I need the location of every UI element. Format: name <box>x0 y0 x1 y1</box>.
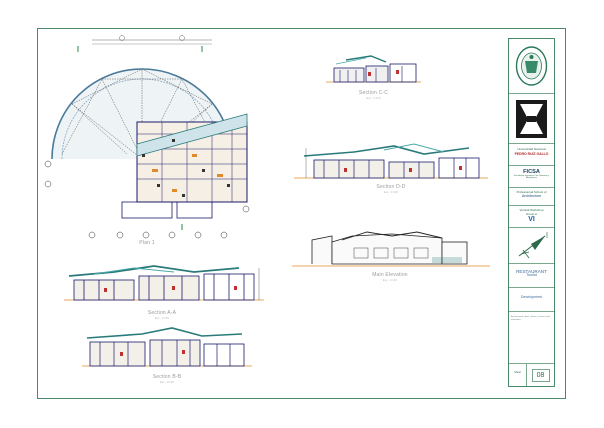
stage-cell: Development <box>509 288 554 312</box>
notes-cell: Architectural sheet - plans, sections an… <box>509 312 554 364</box>
workshop-cell: Vertical Workshop Group A VI <box>509 206 554 228</box>
section-cc-drawing: Section C-C Esc. 1/100 <box>326 50 421 105</box>
workshop-group: Group A <box>525 211 537 216</box>
university-logo-cell <box>509 39 554 94</box>
section-dd-caption: Section D-D Esc. 1/100 <box>376 184 406 194</box>
section-bb-drawing: Section B-B Esc. 1/100 <box>82 322 252 386</box>
workshop-name: Vertical Workshop <box>519 208 544 212</box>
sheet-number-cell: Sheet 08 <box>509 364 554 386</box>
north-arrow-cell <box>509 228 554 264</box>
section-dd-drawing: Section D-D Esc. 1/100 <box>294 138 488 194</box>
faculty-logo-cell <box>509 94 554 144</box>
section-bb-caption: Section B-B Esc. 1/100 <box>152 374 182 384</box>
university-cell: Universidad Nacional PEDRO RUIZ GALLO <box>509 144 554 166</box>
university-name: PEDRO RUIZ GALLO <box>514 151 549 156</box>
school-name: Architecture <box>521 193 542 198</box>
faculty-caption: Facultad de Ingeniería Civil, Sistemas y… <box>513 175 550 180</box>
school-caption: Professional School of <box>516 190 547 194</box>
workshop-number: VI <box>528 216 535 224</box>
stage-label: Development <box>520 295 543 299</box>
plan-caption: Plan 1 <box>139 240 155 246</box>
main-elevation-caption: Main Elevation Esc. 1/100 <box>372 272 408 282</box>
project-name: RESTAURANT <box>516 269 547 274</box>
section-cc-caption: Section C-C Esc. 1/100 <box>358 90 389 100</box>
sheet-label: Sheet <box>514 371 521 374</box>
university-caption: Universidad Nacional <box>517 147 546 151</box>
project-cell: RESTAURANT Tourist <box>509 264 554 288</box>
section-aa-drawing: Section A-A Esc. 1/100 <box>64 262 264 320</box>
school-cell: Professional School of Architecture <box>509 188 554 206</box>
university-seal-icon <box>515 46 548 86</box>
notes-text: Architectural sheet - plans, sections an… <box>511 316 550 321</box>
title-block: Universidad Nacional PEDRO RUIZ GALLO FI… <box>508 38 555 387</box>
faculty-cell: FICSA Facultad de Ingeniería Civil, Sist… <box>509 166 554 188</box>
floor-plan-drawing: Plan 1 <box>42 34 252 246</box>
project-subtitle: Tourist <box>526 273 537 277</box>
north-arrow-icon <box>518 232 548 259</box>
drawing-sheet-frame <box>37 28 566 399</box>
faculty-logo-icon <box>516 100 547 138</box>
main-elevation-drawing: Main Elevation Esc. 1/100 <box>292 228 490 284</box>
sheet-number: 08 <box>531 369 550 382</box>
section-aa-caption: Section A-A Esc. 1/100 <box>147 310 177 320</box>
faculty-name: FICSA <box>523 169 540 175</box>
